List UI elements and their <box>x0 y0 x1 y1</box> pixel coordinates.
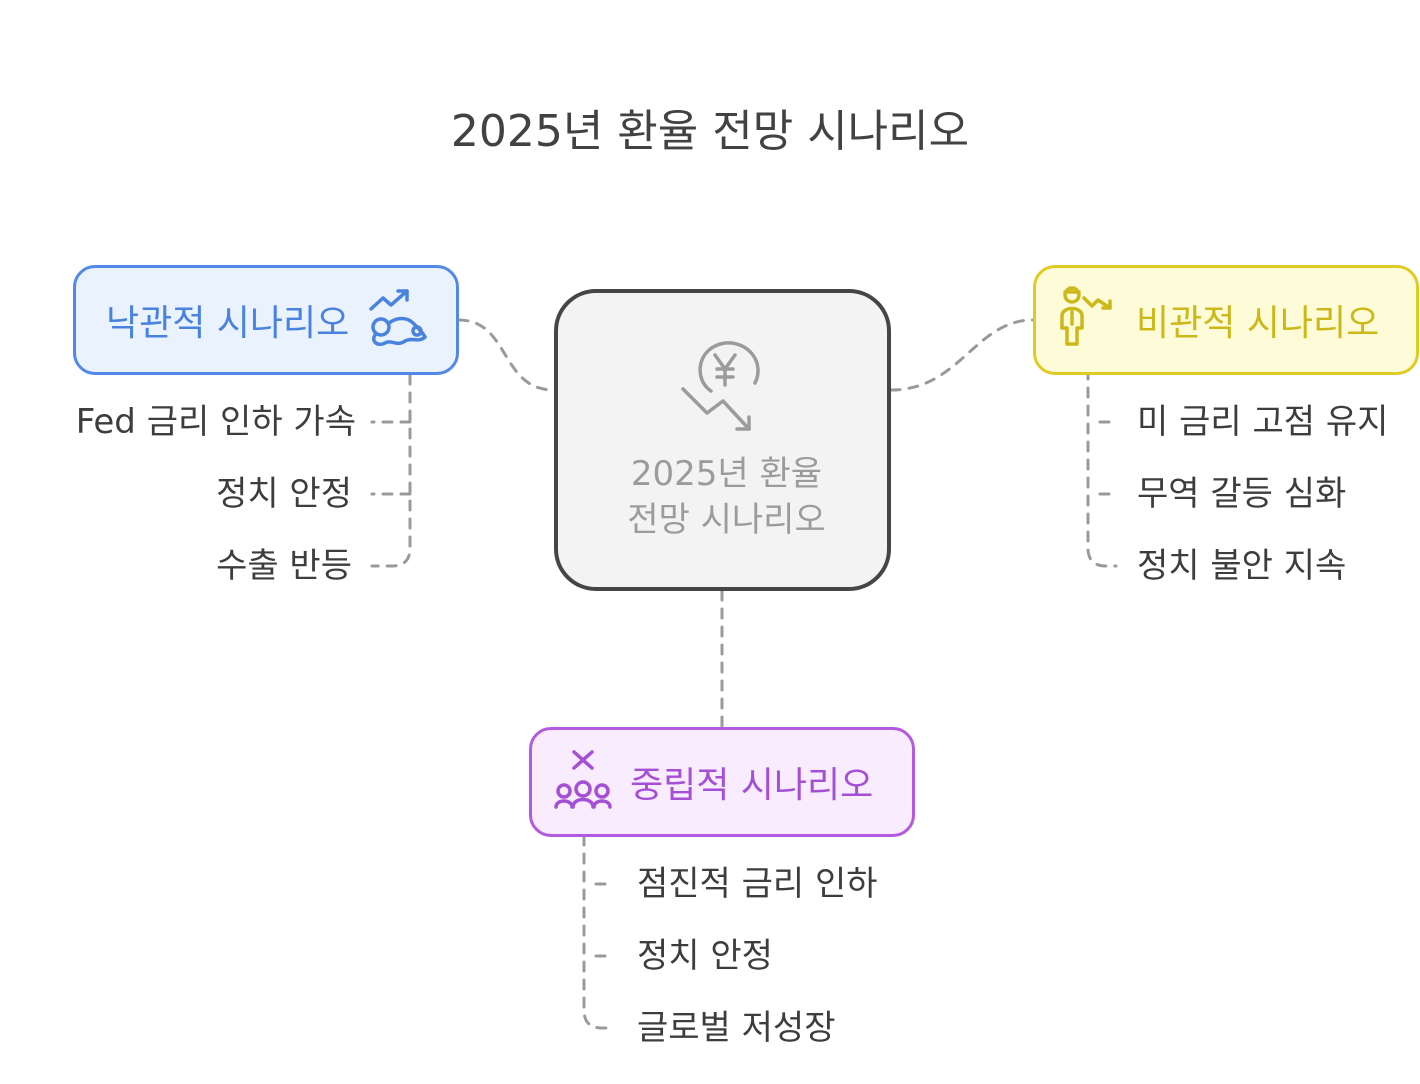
optimistic-scenario-node: 낙관적 시나리오 <box>73 265 459 375</box>
neutral-items-line <box>582 816 614 1030</box>
pessimistic-scenario-node: 비관적 시나리오 <box>1033 265 1419 375</box>
connector-pessimistic <box>889 318 1035 392</box>
optimistic-items-line <box>370 373 412 568</box>
neutral-item-2: 정치 안정 <box>637 936 773 976</box>
pessimistic-scenario-label: 비관적 시나리오 <box>1136 303 1380 344</box>
neutral-item-1: 점진적 금리 인하 <box>637 864 878 904</box>
neutral-item-3: 글로벌 저성장 <box>637 1008 836 1048</box>
yen-down-icon <box>679 339 775 443</box>
center-title-line-2: 전망 시나리오 <box>627 500 826 540</box>
pessimistic-item-2: 무역 갈등 심화 <box>1137 474 1347 514</box>
person-downtrend-icon <box>1058 286 1122 354</box>
balanced-group-icon <box>554 749 616 815</box>
pessimistic-item-1: 미 금리 고점 유지 <box>1137 402 1389 442</box>
center-title-line-1: 2025년 환율 <box>630 454 823 494</box>
optimistic-item-1: Fed 금리 인하 가속 <box>75 402 356 442</box>
optimistic-item-3: 수출 반등 <box>216 546 352 586</box>
neutral-scenario-node: 중립적 시나리오 <box>529 727 915 837</box>
neutral-scenario-label: 중립적 시나리오 <box>630 765 874 806</box>
pessimistic-item-3: 정치 불안 지속 <box>1137 546 1347 586</box>
optimistic-scenario-label: 낙관적 시나리오 <box>106 303 350 344</box>
central-topic-node: 2025년 환율 전망 시나리오 <box>554 289 891 591</box>
pessimistic-items-line <box>1086 350 1118 568</box>
optimistic-item-2: 정치 안정 <box>216 474 352 514</box>
upward-trend-icon <box>367 287 429 353</box>
diagram-title: 2025년 환율 전망 시나리오 <box>450 106 970 157</box>
connector-optimistic <box>457 318 556 392</box>
